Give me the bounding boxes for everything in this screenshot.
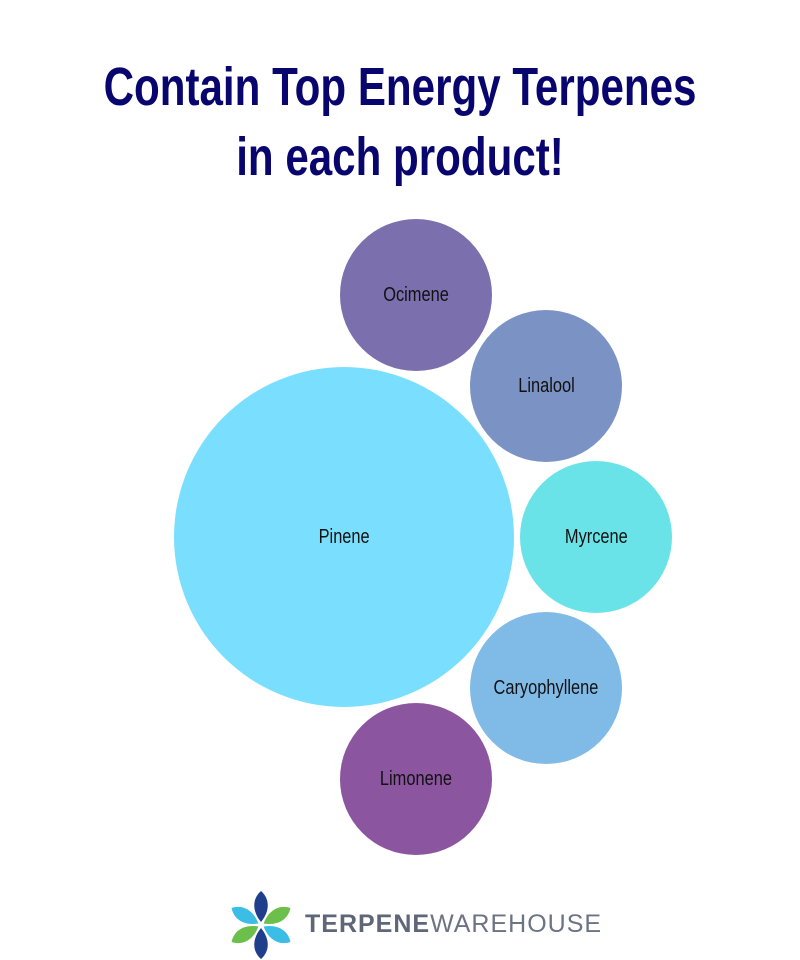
- bubble-myrcene: Myrcene: [520, 461, 672, 613]
- bubble-caryophyllene: Caryophyllene: [470, 612, 622, 764]
- terpene-warehouse-logo-icon: [231, 891, 291, 959]
- bubble-linalool: Linalool: [470, 310, 622, 462]
- bubble-limonene: Limonene: [340, 703, 492, 855]
- page-title-line-1: Contain Top Energy Terpenes: [103, 57, 697, 117]
- brand-name: TERPENEWAREHOUSE: [305, 910, 603, 938]
- bubble-ocimene: Ocimene: [340, 219, 492, 371]
- page-title-line-2: in each product!: [236, 127, 564, 187]
- bubble-pinene: Pinene: [174, 367, 514, 707]
